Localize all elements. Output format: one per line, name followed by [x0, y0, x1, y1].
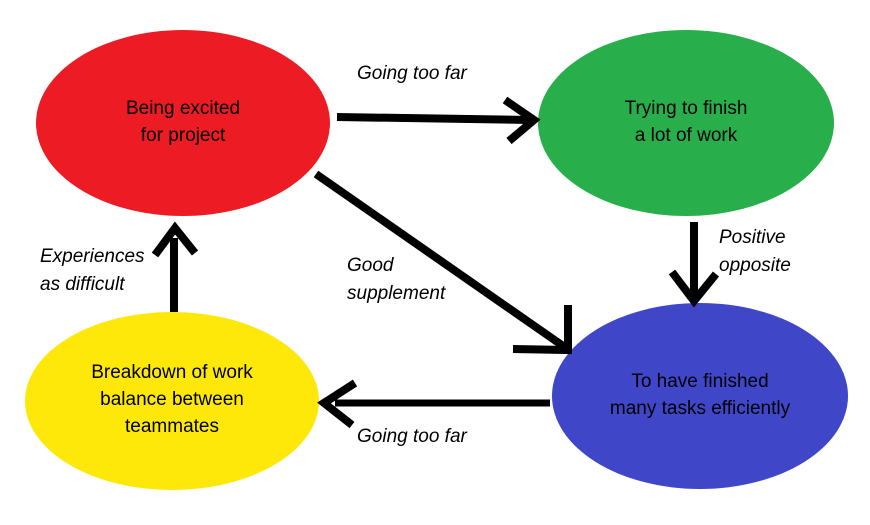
node-excited-shape[interactable] — [36, 30, 330, 216]
edge-excited-to-tasks — [313, 170, 572, 355]
edge-finish-to-tasks — [668, 222, 720, 308]
edge-label-excited-to-finish: Going too far — [357, 63, 467, 84]
node-tasks-efficient-shape[interactable] — [552, 303, 848, 489]
edge-label-tasks-to-breakdown: Going too far — [357, 426, 467, 447]
node-finish-work-shape[interactable] — [538, 30, 834, 216]
edge-label-breakdown-to-excited: Experiences as difficult — [40, 246, 145, 295]
edge-excited-to-finish — [336, 96, 541, 145]
node-breakdown-shape[interactable] — [25, 312, 319, 490]
edge-tasks-to-breakdown — [317, 379, 550, 429]
edge-label-finish-to-tasks: Positive opposite — [719, 227, 791, 276]
edge-breakdown-to-excited — [151, 221, 199, 312]
edge-label-excited-to-tasks: Good supplement — [347, 255, 446, 304]
